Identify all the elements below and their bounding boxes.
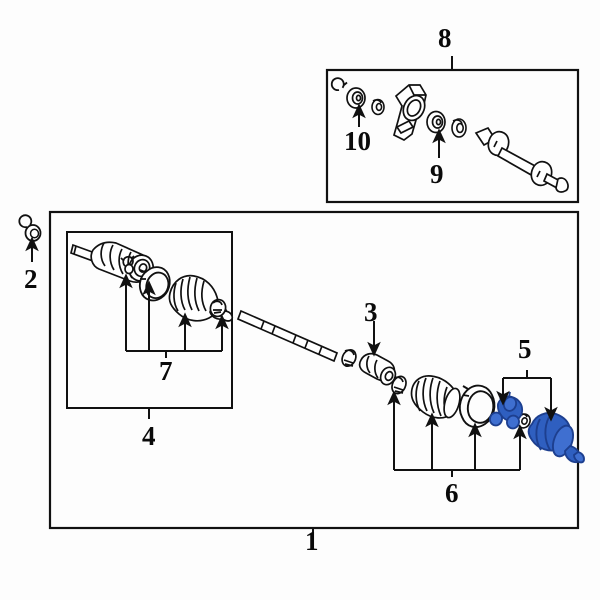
drive-shaft-bar [236,309,339,363]
bracket-5 [496,370,558,422]
callout-label-2: 2 [24,264,38,294]
inboard-boot [410,375,461,419]
joint-stopper-body [358,352,397,386]
callout-label-10: 10 [344,126,371,156]
callout-label-4: 4 [142,421,156,451]
intermediate-snap-ring-left [330,77,348,91]
callout-label-8: 8 [438,23,452,53]
outboard-boot-band-large [138,266,171,302]
stopper-ring-3 [341,348,357,368]
intermediate-bearing-9 [426,110,446,134]
intermediate-bracket [392,84,427,141]
intermediate-shaft [474,126,569,193]
callout-label-7: 7 [159,356,173,386]
inboard-joint-housing [527,412,585,464]
callout-label-1: 1 [305,526,319,556]
callout-label-9: 9 [430,159,444,189]
outboard-boot-clip-small [120,255,135,275]
callout-label-3: 3 [364,297,378,327]
bracket-6 [387,390,527,477]
intermediate-seal-10 [346,87,366,109]
intermediate-retainer [451,118,467,138]
intermediate-snap-ring-mid [371,98,385,116]
callout-label-5: 5 [518,334,532,364]
inboard-boot-band [458,384,496,429]
callout-label-6: 6 [445,478,459,508]
bracket-7 [119,273,229,358]
set-ring-2 [18,214,42,242]
